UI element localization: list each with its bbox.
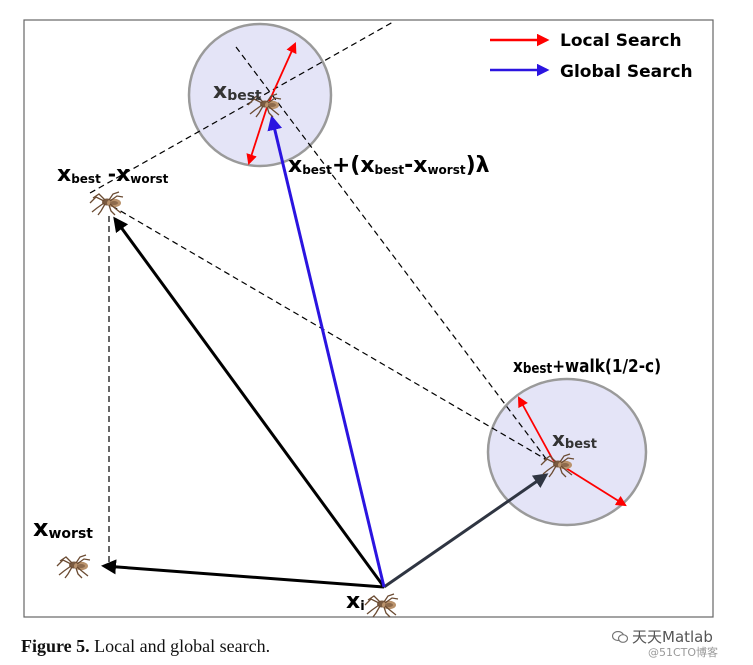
arrow-to-xworst	[101, 559, 385, 589]
arrow-to-xbest-minus-xworst	[113, 216, 386, 588]
dashed-line-upper	[89, 21, 394, 194]
label-xbest-right: xbest	[552, 427, 597, 452]
watermark-title-text: 天天Matlab	[632, 628, 713, 646]
figure-caption: Figure 5. Local and global search.	[21, 636, 270, 657]
dashed-guides	[89, 21, 548, 566]
watermark-sub: @51CTO博客	[648, 646, 719, 659]
caption-text: Local and global search.	[89, 636, 271, 656]
label-xbest-top: xbest	[213, 79, 262, 104]
arrow-to-right-best	[383, 473, 549, 589]
watermark-title: 天天Matlab	[612, 626, 713, 647]
local-search-arrow-top-up	[267, 42, 297, 105]
label-xworst: xworst	[33, 514, 93, 542]
global-search-arrow	[267, 115, 386, 588]
dashed-line-middle	[111, 205, 548, 461]
local-search-arrow-right-up	[517, 396, 554, 461]
legend-global-label: Global Search	[560, 62, 693, 82]
label-global-formula: xbest+(xbest-xworst)λ	[288, 153, 490, 178]
legend: Local Search Global Search	[490, 31, 693, 82]
label-walk-formula: xbest+walk(1/2-c)	[513, 355, 661, 378]
label-xbest-minus-xworst: xbest -xworst	[57, 162, 169, 187]
local-search-arrow-top-down	[246, 103, 269, 166]
dashed-line-diagonal	[235, 46, 548, 461]
top-best-circle	[187, 22, 333, 168]
legend-local-label: Local Search	[560, 31, 682, 51]
wechat-icon	[612, 631, 628, 643]
label-xi: xi	[346, 589, 365, 614]
caption-label: Figure 5.	[21, 636, 90, 656]
